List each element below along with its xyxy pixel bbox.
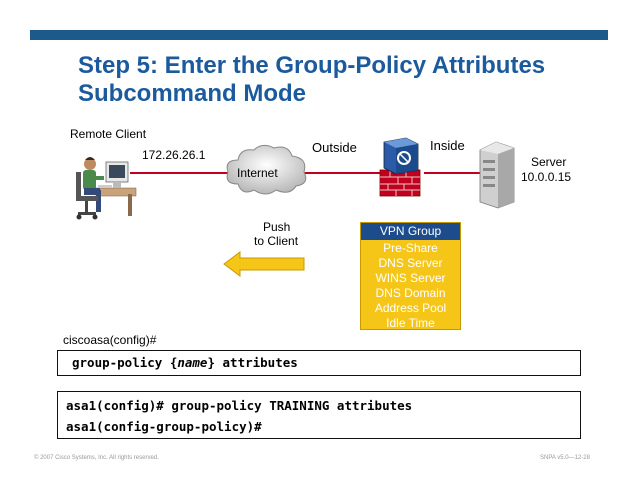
cloud-label: Internet	[237, 166, 278, 180]
vpn-group-box: VPN Group Pre-Share DNS Server WINS Serv…	[360, 222, 461, 330]
left-arrow-icon	[223, 251, 305, 277]
vpn-group-item: Idle Time	[386, 316, 435, 330]
command-example-box: asa1(config)# group-policy TRAINING attr…	[57, 391, 581, 439]
server-icon	[479, 141, 515, 209]
syntax-param: name	[177, 355, 208, 370]
syntax-prefix: group-policy {	[72, 355, 178, 370]
link-firewall-server	[424, 172, 482, 174]
syntax-suffix: } attributes	[207, 355, 298, 370]
server-ip-label: 10.0.0.15	[521, 170, 572, 184]
course-footer: SNPA v5.0—12-28	[540, 455, 590, 461]
header-bar	[30, 30, 608, 40]
client-ip-label: 172.26.26.1	[142, 148, 206, 162]
prompt-label: ciscoasa(config)#	[63, 333, 157, 347]
firewall-icon	[379, 137, 421, 197]
title-line-2: Subcommand Mode	[78, 80, 307, 107]
vpn-group-item: DNS Server	[378, 256, 443, 270]
link-client-internet	[130, 172, 230, 174]
inside-label: Inside	[430, 138, 465, 153]
slide-title: Step 5: Enter the Group-Policy Attribute…	[78, 52, 618, 108]
server-label: Server	[531, 155, 567, 169]
command-syntax-box: group-policy {name} attributes	[57, 350, 581, 376]
push-label-line1: Push	[263, 220, 291, 234]
vpn-group-item: Address Pool	[374, 301, 447, 315]
cloud-icon	[226, 144, 307, 195]
outside-label: Outside	[312, 140, 357, 155]
example-line-2: asa1(config-group-policy)#	[66, 419, 262, 434]
vpn-group-item: WINS Server	[375, 271, 446, 285]
title-line-1: Step 5: Enter the Group-Policy Attribute…	[78, 52, 546, 79]
vpn-group-item: DNS Domain	[375, 286, 446, 300]
vpn-group-header: VPN Group	[361, 223, 460, 240]
push-label-line2: to Client	[254, 234, 299, 248]
person-at-computer-icon	[76, 157, 137, 220]
vpn-group-item: Pre-Share	[383, 241, 438, 255]
remote-client-label: Remote Client	[70, 127, 147, 141]
copyright-footer: © 2007 Cisco Systems, Inc. All rights re…	[34, 455, 159, 461]
link-internet-firewall	[300, 172, 382, 174]
example-line-1: asa1(config)# group-policy TRAINING attr…	[66, 398, 413, 413]
